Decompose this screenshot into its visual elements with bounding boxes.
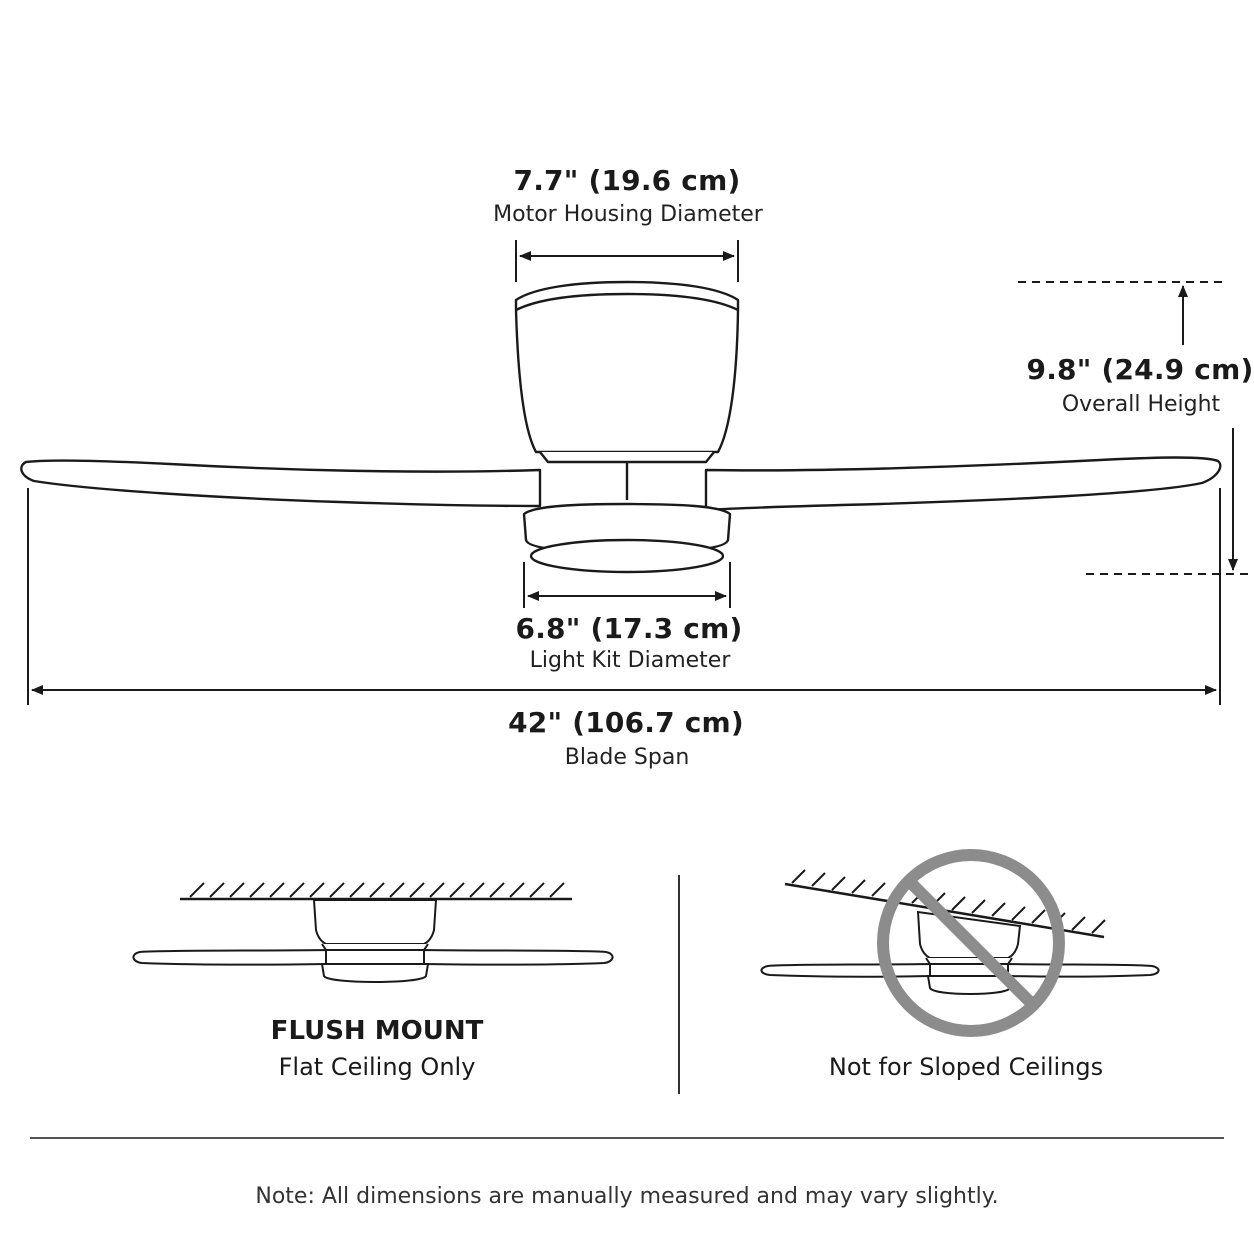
sloped-right-blade (1007, 962, 1160, 978)
left-blade (20, 459, 542, 508)
light-kit-label: Light Kit Diameter (529, 648, 731, 673)
flush-right-blade (423, 948, 614, 966)
right-blade (704, 456, 1222, 512)
flat-ceiling-hatch (189, 882, 565, 898)
overall-height-label: Overall Height (1061, 392, 1221, 417)
flush-motor (312, 899, 438, 945)
flush-left-blade (132, 948, 327, 966)
light-kit-value: 6.8" (17.3 cm) (515, 612, 743, 645)
prohibition-icon (877, 849, 1065, 1037)
motor-housing-label: Motor Housing Diameter (493, 202, 763, 227)
motor-housing-rim (515, 292, 739, 312)
light-kit-lens (529, 538, 725, 574)
footnote: Note: All dimensions are manually measur… (255, 1184, 999, 1209)
flush-mount-illustration (132, 882, 614, 984)
dimension-lines (27, 240, 1248, 705)
blade-span-label: Blade Span (564, 745, 690, 770)
overall-height-value: 9.8" (24.9 cm) (1026, 353, 1254, 386)
motor-housing-value: 7.7" (19.6 cm) (513, 164, 741, 197)
flush-mount-title: FLUSH MOUNT (270, 1016, 484, 1046)
blade-span-value: 42" (106.7 cm) (508, 706, 744, 739)
flush-mount-caption: Flat Ceiling Only (278, 1053, 476, 1081)
motor-housing (514, 280, 740, 454)
sloped-left-blade (760, 962, 931, 978)
fan-main-drawing (20, 280, 1222, 574)
motor-base (539, 451, 715, 464)
sloped-mount-caption: Not for Sloped Ceilings (828, 1053, 1104, 1081)
flush-light-kit (320, 963, 430, 984)
